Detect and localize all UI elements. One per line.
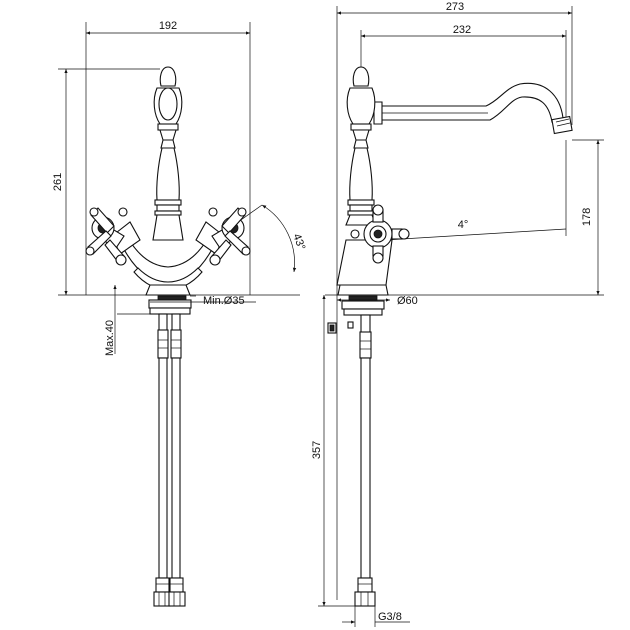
mounting-hole-label: Min.Ø35 (203, 295, 245, 307)
spout-reach-label: 232 (453, 24, 471, 36)
front-width-label: 192 (159, 20, 177, 32)
spout-angle-label: 4° (458, 219, 469, 231)
side-mounting (327, 295, 385, 359)
front-view: 192 261 43° (52, 20, 307, 607)
side-view: 273 232 178 4° (311, 1, 604, 627)
side-hose (354, 357, 376, 607)
front-right-handle (195, 207, 251, 266)
front-spout-top (152, 66, 184, 241)
front-height-dimension: 261 (52, 68, 160, 296)
front-height-label: 261 (52, 173, 64, 191)
connection-dimension: G3/8 (342, 606, 410, 627)
spout-height-dimension: 178 (390, 139, 604, 296)
spout-height-label: 178 (581, 208, 593, 226)
connection-label: G3/8 (378, 611, 402, 623)
front-hoses (153, 313, 186, 607)
handle-angle-dimension: 43° (223, 204, 307, 273)
spout-reach-dimension: 232 (360, 24, 567, 125)
handle-angle-label: 43° (290, 232, 307, 252)
front-body (119, 237, 217, 296)
deck-thickness-label: Max.40 (104, 320, 116, 356)
side-column (345, 66, 377, 226)
total-reach-label: 273 (446, 1, 464, 13)
hose-length-dimension: 357 (311, 295, 355, 607)
side-body (336, 204, 410, 296)
hose-length-label: 357 (311, 441, 323, 459)
total-reach-dimension: 273 (336, 1, 573, 600)
base-diameter-label: Ø60 (397, 295, 418, 307)
side-spout (373, 82, 573, 135)
spout-angle-dimension: 4° (384, 140, 567, 241)
front-mounting: Min.Ø35 Max.40 (104, 285, 300, 356)
front-left-handle (85, 207, 141, 266)
